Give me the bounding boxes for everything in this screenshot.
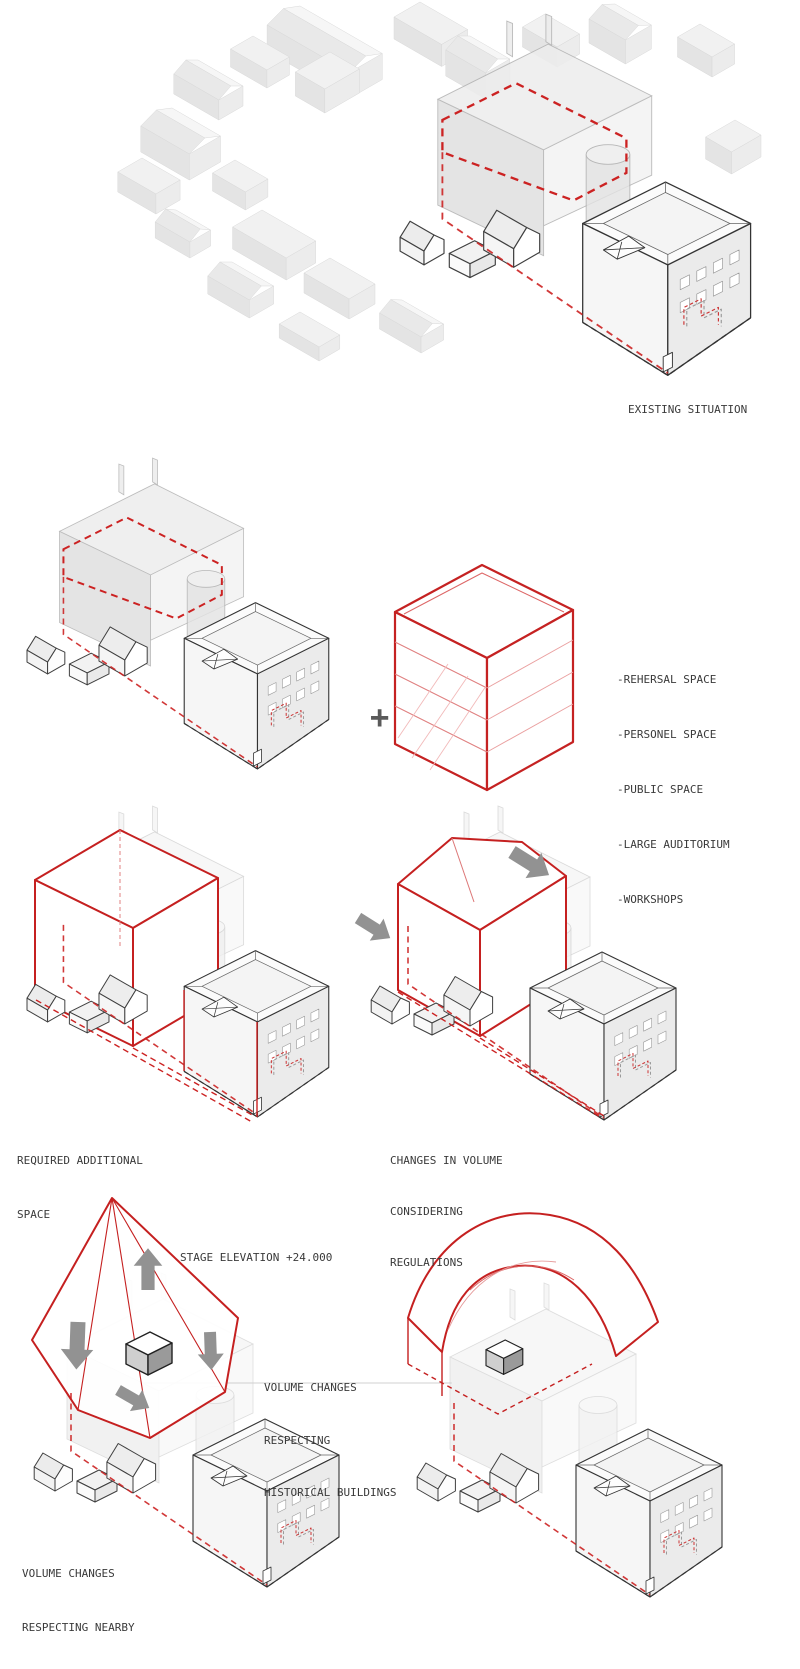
label-line: REGULATIONS bbox=[390, 1256, 463, 1269]
label-line: SPACE bbox=[17, 1208, 51, 1221]
diagram-volume-regulations bbox=[351, 805, 677, 1121]
diagram-required-space bbox=[26, 805, 330, 1123]
program-item: -PERSONEL SPACE bbox=[617, 728, 717, 741]
label-line: CHANGES IN VOLUME bbox=[390, 1154, 503, 1167]
label-line: RESPECTING bbox=[264, 1433, 331, 1447]
label-line: VOLUME CHANGES bbox=[22, 1567, 115, 1580]
program-item: -LARGE AUDITORIUM bbox=[617, 838, 730, 851]
label-line: RESPECTING NEARBY bbox=[22, 1621, 135, 1634]
diagram-stage-volume bbox=[31, 1197, 452, 1588]
label-historical: VOLUME CHANGES RESPECTING HISTORICAL BUI… bbox=[264, 1344, 396, 1519]
label-nearby: VOLUME CHANGES RESPECTING NEARBY EXISTIN… bbox=[22, 1529, 141, 1669]
label-existing-situation: EXISTING SITUATION bbox=[628, 403, 748, 416]
label-line: HISTORICAL BUILDINGS bbox=[264, 1486, 397, 1499]
label-stage-elevation: STAGE ELEVATION +24.000 bbox=[180, 1251, 333, 1264]
label-required-space: REQUIRED ADDITIONAL SPACE bbox=[17, 1116, 143, 1242]
label-line: REQUIRED ADDITIONAL bbox=[17, 1154, 143, 1167]
program-item: -PUBLIC SPACE bbox=[617, 783, 704, 796]
diagram-program-volume bbox=[393, 563, 575, 792]
diagram-site-axon bbox=[26, 457, 330, 770]
faceted-volume bbox=[31, 1197, 239, 1439]
arrow-southeast-icon bbox=[351, 906, 398, 950]
diagram-final-volume bbox=[407, 1212, 723, 1598]
plus-sign: + bbox=[370, 698, 390, 736]
label-line: CONSIDERING bbox=[390, 1205, 463, 1218]
diagram-existing-situation bbox=[117, 1, 762, 376]
label-changes-volume: CHANGES IN VOLUME CONSIDERING REGULATION… bbox=[390, 1118, 503, 1288]
curved-volume bbox=[407, 1212, 659, 1415]
program-list: -REHERSAL SPACE -PERSONEL SPACE -PUBLIC … bbox=[617, 634, 730, 928]
program-item: -REHERSAL SPACE bbox=[617, 673, 717, 686]
label-line: VOLUME CHANGES bbox=[264, 1381, 357, 1394]
program-item: -WORKSHOPS bbox=[617, 893, 684, 906]
